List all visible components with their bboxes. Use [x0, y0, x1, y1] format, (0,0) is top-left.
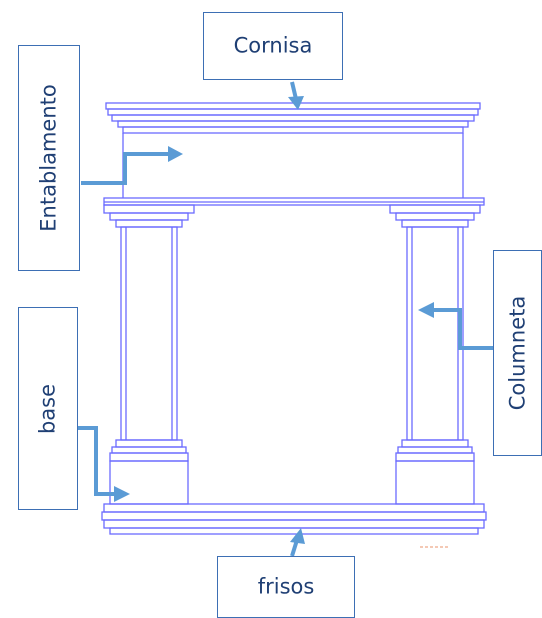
columneta-arrow [418, 302, 493, 350]
frisos-label: frisos [257, 574, 315, 599]
frieze-drawing [101, 503, 487, 535]
entablamento-label: Entablamento [36, 84, 61, 232]
left-column-drawing [103, 204, 195, 505]
cornice-drawing [105, 102, 481, 134]
lintel-drawing [103, 197, 485, 206]
entablamento-arrow [81, 146, 183, 185]
columneta-label: Columneta [505, 295, 529, 411]
frisos-arrow [290, 528, 305, 557]
base-arrow [78, 426, 130, 502]
cornisa-arrow [288, 81, 304, 110]
cornisa-label: Cornisa [233, 33, 313, 58]
columneta-label-box: Columneta [493, 250, 542, 456]
base-label-box: base [18, 307, 78, 510]
cornisa-label-box: Cornisa [203, 12, 343, 80]
entablamento-label-box: Entablamento [18, 45, 80, 271]
frisos-label-box: frisos [217, 556, 355, 618]
entablature-drawing [122, 133, 464, 198]
base-label: base [35, 383, 60, 434]
right-column-drawing [389, 204, 481, 505]
